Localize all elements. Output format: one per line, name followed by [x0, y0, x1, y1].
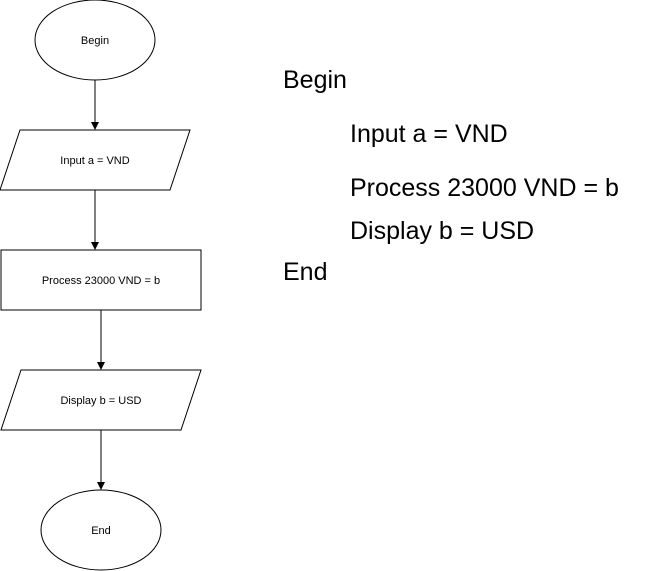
process-rectangle	[0, 249, 202, 311]
input-parallelogram	[0, 129, 191, 191]
input-node: Input a = VND	[0, 129, 191, 191]
display-node-label: Display b = USD	[60, 395, 141, 407]
end-ellipse	[40, 489, 162, 571]
pseudocode-process: Process 23000 VND = b	[350, 174, 619, 202]
end-node: End	[40, 489, 162, 571]
begin-node: Begin	[34, 0, 156, 81]
display-node: Display b = USD	[0, 369, 202, 431]
display-parallelogram	[0, 369, 202, 431]
begin-ellipse	[34, 0, 156, 81]
process-node-label: Process 23000 VND = b	[42, 275, 160, 287]
process-node: Process 23000 VND = b	[0, 249, 202, 311]
end-node-label: End	[91, 525, 111, 537]
pseudocode-input: Input a = VND	[350, 120, 508, 148]
pseudocode-begin: Begin	[283, 66, 347, 94]
begin-node-label: Begin	[81, 35, 109, 47]
input-node-label: Input a = VND	[60, 155, 129, 167]
pseudocode-end: End	[283, 258, 328, 286]
pseudocode-display: Display b = USD	[350, 217, 535, 245]
